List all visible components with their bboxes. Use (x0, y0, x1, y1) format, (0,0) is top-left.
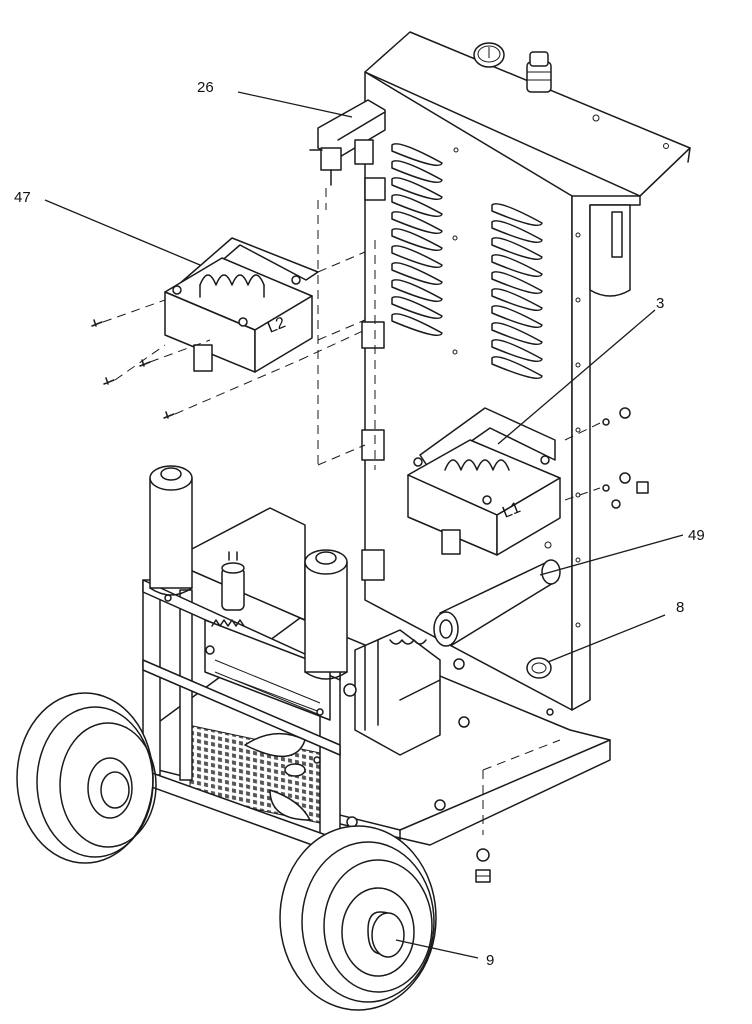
callout-47: 47 (14, 189, 31, 206)
capacitor-left (149, 465, 193, 596)
meter-icon (473, 42, 505, 68)
choke-l2-marking: L2 (265, 314, 288, 336)
fan-blade (244, 732, 311, 821)
choke-l1: L1 (407, 407, 561, 556)
callouts: 26 47 3 49 8 9 (14, 79, 705, 969)
switch-assembly (309, 99, 386, 210)
wheel-right (279, 825, 437, 1011)
wheel-left (16, 692, 157, 864)
connector-icon (526, 51, 552, 93)
capacitor-right (304, 549, 348, 680)
callout-26: 26 (197, 79, 214, 96)
screws-l2 (91, 299, 301, 419)
hardware-right (564, 407, 649, 509)
choke-l1-marking: L1 (500, 499, 523, 521)
heatsink (204, 619, 331, 721)
fan-motor (589, 204, 631, 297)
small-capacitor (221, 551, 245, 611)
callout-8: 8 (676, 599, 684, 616)
callout-49: 49 (688, 527, 705, 544)
guide-lines (299, 200, 376, 470)
leader-lines (44, 91, 684, 959)
cabinet (361, 31, 691, 711)
capacitor-horizontal (433, 559, 561, 647)
callout-9: 9 (486, 952, 494, 969)
callout-3: 3 (656, 295, 664, 312)
choke-l2: L2 (164, 237, 319, 373)
vent-slots-right (491, 203, 543, 379)
main-transformer (354, 629, 441, 756)
grommet (526, 657, 552, 679)
vent-slots-left (391, 143, 443, 336)
frame-assembly (109, 507, 441, 856)
